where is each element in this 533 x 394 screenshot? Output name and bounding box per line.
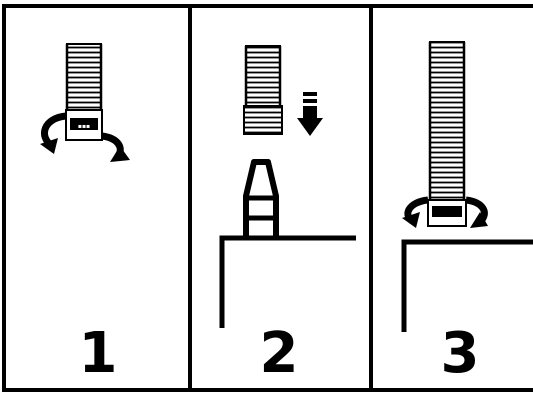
ribbed-tube xyxy=(246,46,280,106)
bracket xyxy=(222,238,356,328)
collar xyxy=(428,200,466,226)
collar xyxy=(244,106,282,134)
svg-text:▪▪▪: ▪▪▪ xyxy=(78,123,90,130)
collar: ▪▪▪ xyxy=(66,110,102,140)
ribbed-tube xyxy=(67,44,101,110)
bracket xyxy=(404,242,533,332)
panel-2: 2 xyxy=(222,46,356,386)
step-number-1: 1 xyxy=(79,321,118,386)
panel-1: ▪▪▪ 1 xyxy=(40,44,130,386)
step-number-2: 2 xyxy=(260,321,299,386)
ribbed-tube xyxy=(430,42,464,200)
step-number-3: 3 xyxy=(441,321,480,386)
nozzle xyxy=(246,162,276,236)
down-arrow-icon xyxy=(297,92,323,136)
panel-3: 3 xyxy=(402,42,533,386)
